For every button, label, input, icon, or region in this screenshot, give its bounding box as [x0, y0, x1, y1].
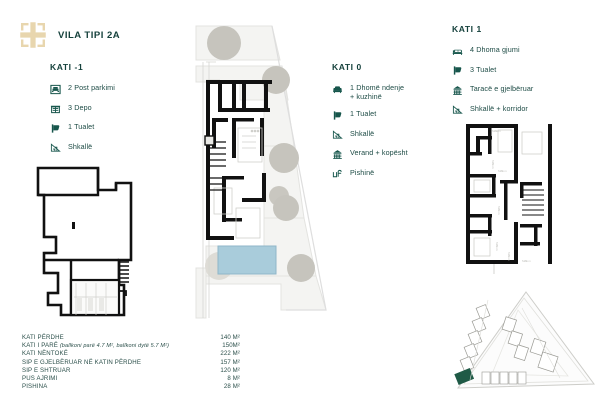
table-row: SIP E SHTRUAR 120 M²	[22, 367, 240, 375]
legend-item: 2 Post parkimi	[50, 83, 170, 95]
legend-item: 1 Dhomë ndenje + kuzhinë	[332, 83, 452, 101]
legend-first: KATI 1 4 Dhoma gjumi	[452, 24, 592, 123]
garden-icon	[452, 85, 463, 96]
area-label: PUS AJRIMI	[22, 374, 58, 382]
legend-ground: KATI 0 1 Dhomë ndenje + kuzhinë 1 Tualet	[332, 62, 452, 187]
legend-item-label: Taracë e gjelbëruar	[470, 84, 534, 93]
area-label: SIP E SHTRUAR	[22, 366, 71, 374]
svg-text:SIZE m: SIZE m	[492, 129, 501, 133]
legend-item: 1 Tualet	[50, 122, 170, 134]
area-value: 150M²	[222, 342, 240, 350]
table-row: PISHINA 28 M²	[22, 383, 240, 391]
legend-item: Pishinë	[332, 168, 452, 180]
legend-item-label: 1 Tualet	[68, 122, 95, 131]
legend-item: 3 Tualet	[452, 65, 592, 77]
bed-icon	[452, 46, 463, 57]
stairs-icon	[452, 104, 463, 115]
svg-text:SIZE m: SIZE m	[497, 206, 501, 215]
legend-title-first: KATI 1	[452, 24, 482, 34]
table-row: SIP E GJELBËRUAR NË KATIN PËRDHE 157 M²	[22, 359, 240, 367]
stairs-icon	[332, 129, 343, 140]
svg-text:SIZE m: SIZE m	[495, 242, 499, 251]
legend-title-ground: KATI 0	[332, 62, 362, 72]
site-masterplan	[448, 288, 598, 398]
table-row: KATI NËNTOKË 222 M²	[22, 350, 240, 358]
storage-icon	[50, 103, 61, 114]
area-label: KATI PËRDHE	[22, 334, 64, 341]
pool-icon	[332, 168, 343, 179]
legend-item-label: 4 Dhoma gjumi	[470, 45, 520, 54]
legend-item: Shkallë	[50, 142, 170, 154]
legend-item-label: 1 Dhomë ndenje + kuzhinë	[350, 83, 405, 101]
area-value: 8 M²	[227, 374, 240, 382]
legend-item-label: Shkallë + korridor	[470, 103, 528, 113]
svg-text:SIZE m: SIZE m	[522, 259, 531, 263]
area-value: 222 M²	[220, 350, 240, 358]
legend-item: 3 Depo	[50, 103, 170, 115]
area-label: SIP E GJELBËRUAR NË KATIN PËRDHE	[22, 358, 142, 366]
area-label: KATI I PARË (ballkoni parë 4.7 M², ballk…	[22, 342, 170, 350]
legend-item-label: 3 Depo	[68, 102, 92, 112]
legend-item-label: 3 Tualet	[470, 64, 497, 74]
legend-item: Shkallë + korridor	[452, 104, 592, 116]
table-row: KATI PËRDHE 140 M²	[22, 334, 240, 342]
tree	[262, 66, 290, 94]
garden-icon	[332, 149, 343, 160]
legend-item-label: Pishinë	[350, 167, 375, 177]
legend-item-label: Shkallë	[68, 141, 93, 151]
legend-item-label: 1 Tualet	[350, 109, 377, 118]
sofa-icon	[332, 84, 343, 95]
parking-icon	[50, 84, 61, 95]
ornamental-cross-logo-icon	[18, 20, 48, 50]
legend-basement: KATI -1 2 Post parkimi	[50, 62, 170, 161]
svg-text:SIZE m: SIZE m	[491, 160, 495, 169]
legend-title-basement: KATI -1	[50, 62, 84, 72]
area-value: 140 M²	[220, 334, 240, 341]
page-title: VILA TIPI 2A	[58, 29, 121, 41]
area-schedule: KATI PËRDHE 140 M² KATI I PARË (ballkoni…	[22, 334, 240, 391]
brand-header: VILA TIPI 2A	[18, 20, 120, 50]
toilet-icon	[332, 110, 343, 121]
legend-item: Verand + kopësht	[332, 148, 452, 160]
legend-item-label: Shkallë	[350, 128, 375, 138]
legend-item: 1 Tualet	[332, 109, 452, 121]
legend-item-label: Verand + kopësht	[350, 148, 408, 157]
area-value: 157 M²	[220, 358, 240, 366]
legend-item: Shkallë	[332, 129, 452, 141]
basement-floor-plan	[16, 165, 176, 325]
table-row: KATI I PARË (ballkoni parë 4.7 M², ballk…	[22, 342, 240, 350]
toilet-icon	[452, 65, 463, 76]
tree	[269, 143, 299, 173]
area-label: KATI NËNTOKË	[22, 350, 68, 358]
pool	[217, 245, 277, 275]
stairs-icon	[50, 142, 61, 153]
area-label: PISHINA	[22, 382, 48, 390]
table-row: PUS AJRIMI 8 M²	[22, 375, 240, 383]
ground-floor-plan	[176, 18, 411, 338]
legend-item: Taracë e gjelbëruar	[452, 84, 592, 96]
svg-text:SIZE m: SIZE m	[498, 169, 507, 173]
legend-item-label: 2 Post parkimi	[68, 83, 115, 92]
area-value: 120 M²	[220, 366, 240, 374]
svg-text:SIZE m: SIZE m	[507, 252, 511, 261]
area-value: 28 M²	[223, 382, 240, 390]
toilet-icon	[50, 123, 61, 134]
legend-item: 4 Dhoma gjumi	[452, 45, 592, 57]
tree	[287, 254, 315, 282]
tree	[273, 195, 299, 221]
tree	[207, 26, 241, 60]
